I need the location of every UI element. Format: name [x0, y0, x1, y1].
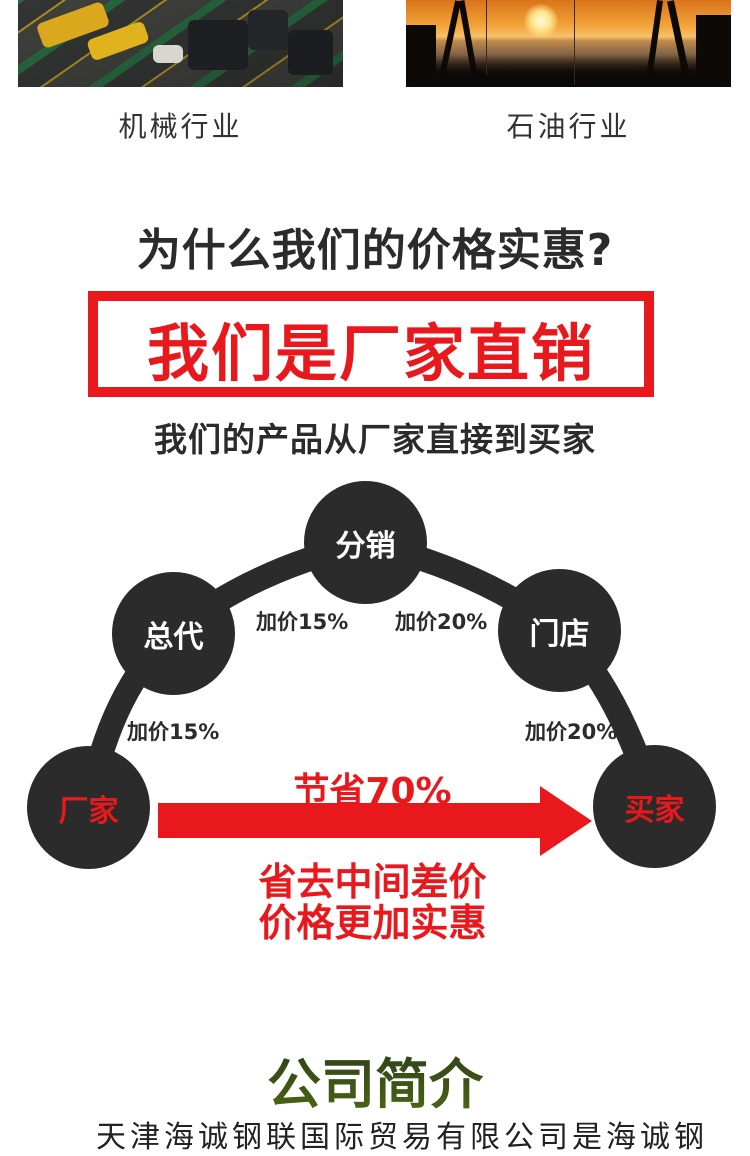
why-subline: 我们的产品从厂家直接到买家 [154, 420, 596, 459]
node-store: 门店 [498, 569, 621, 692]
machinery-industry-image [18, 0, 343, 87]
node-factory-label: 厂家 [58, 793, 119, 829]
slogan-line-1: 省去中间差价 [258, 860, 487, 904]
markup-label-distributor-to-store: 加价20% [395, 610, 488, 634]
node-distributor-label: 分销 [335, 528, 396, 564]
factory-direct-claim: 我们是厂家直销 [146, 317, 595, 390]
savings-label: 节省70% [293, 771, 452, 812]
machinery-industry-label: 机械行业 [118, 110, 243, 143]
markup-label-factory-to-agent: 加价15% [127, 720, 220, 744]
node-buyer-label: 买家 [624, 792, 685, 828]
node-factory: 厂家 [27, 746, 150, 869]
markup-label-agent-to-distributor: 加价15% [256, 610, 349, 634]
company-intro-title: 公司简介 [0, 1040, 750, 1119]
slogan-line-2: 价格更加实惠 [258, 901, 487, 945]
direct-savings-arrow [158, 786, 592, 856]
company-intro-text: 天津海诚钢联国际贸易有限公司是海诚钢 [96, 1120, 708, 1155]
oil-industry-label: 石油行业 [506, 110, 631, 143]
oil-industry-image [406, 0, 731, 87]
node-general-agent: 总代 [112, 572, 235, 695]
factory-direct-box [88, 291, 654, 397]
node-general-agent-label: 总代 [143, 619, 204, 655]
node-distributor: 分销 [304, 481, 427, 604]
why-headline: 为什么我们的价格实惠? [136, 225, 614, 276]
node-store-label: 门店 [529, 616, 590, 652]
markup-label-store-to-buyer: 加价20% [525, 720, 618, 744]
node-buyer: 买家 [593, 745, 716, 868]
